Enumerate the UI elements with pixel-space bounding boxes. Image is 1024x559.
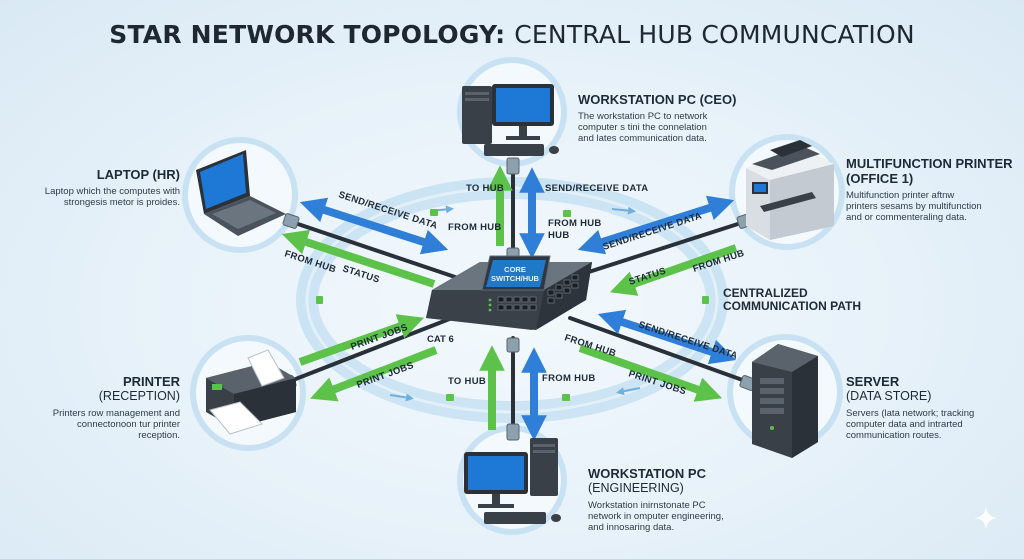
print-jobs-arrow-1: [298, 314, 425, 366]
packet-icon: [562, 394, 570, 401]
node-description: Printers row management and connectonoon…: [52, 408, 180, 441]
flow-label: FROM HUB: [542, 373, 596, 384]
status-arrow-laptop: [281, 229, 436, 288]
flow-label: SEND/RECEIVE DATA: [545, 183, 648, 194]
node-description: Servers (lata network; tracking computer…: [846, 408, 975, 441]
flow-label: FROM HUB: [448, 222, 502, 233]
node-label-ceo: WORKSTATION PC (CEO) The workstation PC …: [578, 92, 788, 144]
title-bold: STAR NETWORK TOPOLOGY:: [109, 20, 506, 49]
flow-label: STATUS: [628, 266, 668, 288]
cable-label: CAT 6: [427, 334, 454, 345]
packet-icon: [316, 296, 323, 304]
send-receive-arrow-laptop: [299, 197, 449, 255]
sparkle-icon: [974, 506, 998, 530]
node-description: Multifunction printer aftnw printers ses…: [846, 190, 982, 223]
server-icon: [752, 344, 818, 458]
packet-icon: [702, 296, 709, 304]
node-label-mfp: MULTIFUNCTION PRINTER (OFFICE 1) Multifu…: [846, 156, 1016, 223]
node-label-laptop: LAPTOP (HR) Laptop which the computes wi…: [20, 167, 180, 208]
diagram-title: STAR NETWORK TOPOLOGY: CENTRAL HUB COMMU…: [0, 20, 1024, 49]
flow-label: TO HUB: [466, 183, 504, 194]
node-title: SERVER: [846, 374, 900, 389]
node-title: PRINTER: [122, 374, 180, 389]
ring-arrow-icon: [616, 387, 641, 396]
print-jobs-arrow-2: [310, 346, 438, 402]
send-receive-arrow-server: [597, 309, 737, 365]
multifunction-printer-icon: [746, 140, 834, 240]
print-jobs-arrow-server: [578, 344, 723, 402]
packet-icon: [446, 394, 454, 401]
packet-icon: [563, 210, 571, 217]
printer-reception-icon: [206, 349, 296, 435]
node-subtitle: (DATA STORE): [846, 389, 932, 403]
node-title: LAPTOP (HR): [96, 167, 180, 182]
node-title: WORKSTATION PC: [588, 466, 706, 481]
workstation-ceo-icon: [462, 84, 559, 156]
node-label-engineering: WORKSTATION PC (ENGINEERING) Workstation…: [588, 466, 788, 533]
node-label-server: SERVER (DATA STORE) Servers (lata networ…: [846, 374, 1016, 441]
core-switch-icon: [426, 255, 592, 330]
node-label-printer: PRINTER (RECEPTION) Printers row managem…: [20, 374, 180, 441]
node-subtitle: (RECEPTION): [98, 389, 180, 403]
data-flow-arrows: [281, 165, 738, 441]
packet-icon: [430, 209, 438, 216]
laptop-hr-icon: [196, 150, 286, 236]
flow-label: FROM HUB: [548, 218, 602, 229]
hub-label-1: CORE: [504, 265, 526, 274]
node-description: Workstation inirnstonate PC network in o…: [588, 500, 724, 533]
node-title: WORKSTATION PC (CEO): [578, 92, 737, 107]
flow-label: TO HUB: [448, 376, 486, 387]
node-title: MULTIFUNCTION PRINTER (OFFICE 1): [846, 156, 1013, 186]
node-description: Laptop which the computes with strongesi…: [44, 186, 180, 208]
node-subtitle: (ENGINEERING): [588, 481, 684, 495]
workstation-engineering-icon: [464, 438, 561, 524]
centralized-path-label: CENTRALIZED COMMUNICATION PATH: [723, 286, 861, 313]
ring-arrow-icon: [389, 393, 414, 402]
title-light: CENTRAL HUB COMMUNCATION: [514, 20, 915, 49]
node-description: The workstation PC to network computer s…: [578, 111, 708, 144]
status-arrow-mfp: [609, 244, 738, 296]
hub-label-2: SWITCH/HUB: [491, 274, 539, 283]
flow-label: HUB: [548, 230, 569, 241]
send-receive-arrow-mfp: [577, 195, 735, 255]
